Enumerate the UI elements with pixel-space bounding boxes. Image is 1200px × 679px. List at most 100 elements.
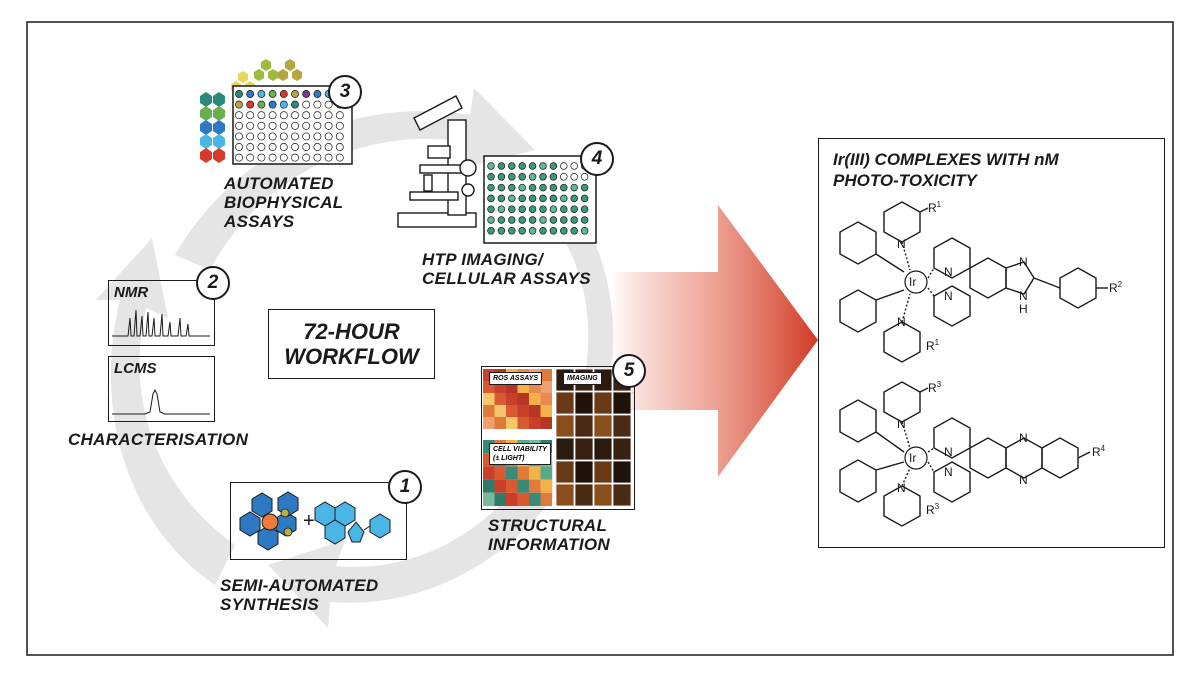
imaging-well <box>539 173 547 181</box>
imaging-well <box>508 216 516 224</box>
imaging-well <box>497 216 506 224</box>
heatmap-cell <box>540 405 552 417</box>
imaging-well <box>539 216 547 224</box>
heatmap-cell <box>540 393 552 405</box>
assay-well <box>313 143 322 151</box>
imaging-well <box>497 194 506 203</box>
imaging-well <box>560 216 568 224</box>
assay-well <box>279 100 288 109</box>
assay-well <box>268 100 277 109</box>
plus-sign: + <box>303 510 315 532</box>
imaging-well <box>487 183 495 192</box>
imaging-well <box>570 173 578 181</box>
synthesis-reactant-1 <box>239 491 299 551</box>
heatmap-cell <box>483 369 495 381</box>
imaging-well <box>560 194 568 203</box>
assay-plate-group <box>200 59 353 165</box>
assay-well <box>291 100 299 109</box>
imaging-cell <box>593 483 613 507</box>
assay-well <box>335 132 344 141</box>
atom-n-2e: N <box>1019 431 1028 445</box>
imaging-well <box>570 216 578 224</box>
imaging-well <box>508 173 516 181</box>
imaging-cell <box>612 391 632 415</box>
imaging-cell <box>574 414 594 438</box>
synthesis-reactant-2 <box>314 501 391 545</box>
assay-well <box>246 121 255 130</box>
imaging-cell <box>593 460 613 484</box>
assay-well <box>246 111 255 120</box>
workflow-line-2: WORKFLOW <box>284 344 419 369</box>
heatmap-cell <box>529 492 541 506</box>
heatmap-cell <box>517 479 529 493</box>
assay-well <box>279 132 288 141</box>
atom-n-1b: N <box>897 315 906 329</box>
assay-well <box>302 153 311 162</box>
assay-well <box>302 121 311 130</box>
imaging-well <box>549 216 558 224</box>
heatmap-cell <box>540 479 552 493</box>
assay-well <box>324 111 333 120</box>
assay-well <box>291 153 299 162</box>
assay-well <box>257 153 266 162</box>
cell-viability-tag: CELL VIABILITY (± LIGHT) <box>489 443 551 465</box>
lcms-panel <box>108 356 215 422</box>
assay-well <box>324 143 333 151</box>
imaging-cell <box>555 460 575 484</box>
heatmap-cell <box>529 393 541 405</box>
ir-complex-structure-2 <box>839 381 1091 527</box>
imaging-cell <box>593 437 613 461</box>
assay-well <box>313 100 322 109</box>
step-1-label: SEMI-AUTOMATED SYNTHESIS <box>220 576 379 614</box>
assay-well <box>235 100 243 109</box>
imaging-cell <box>555 437 575 461</box>
imaging-well <box>570 227 578 235</box>
imaging-well <box>487 227 495 235</box>
heatmap-cell <box>540 417 552 429</box>
assay-well <box>268 143 277 151</box>
assay-well <box>257 132 266 141</box>
r4-label: R4 <box>1092 444 1106 459</box>
imaging-cell <box>593 391 613 415</box>
assay-well <box>268 111 277 120</box>
step-5-label: STRUCTURAL INFORMATION <box>488 516 610 554</box>
imaging-well <box>518 227 526 235</box>
assay-well <box>324 121 333 130</box>
assay-well <box>257 121 266 130</box>
imaging-well <box>549 194 558 203</box>
imaging-cell <box>612 460 632 484</box>
imaging-well <box>560 173 568 181</box>
imaging-well <box>570 194 578 203</box>
imaging-cell <box>574 391 594 415</box>
imaging-well <box>487 162 495 170</box>
imaging-well <box>528 173 537 181</box>
imaging-well <box>487 173 495 181</box>
assay-well <box>313 111 322 120</box>
heatmap-cell <box>506 405 518 417</box>
imaging-well <box>518 183 526 192</box>
assay-well <box>235 132 243 141</box>
heatmap-cell <box>517 393 529 405</box>
heatmap-cell <box>517 466 529 480</box>
assay-well <box>313 90 322 98</box>
imaging-well <box>528 183 537 192</box>
heatmap-cell <box>517 381 529 393</box>
center-workflow-box: 72-HOUR WORKFLOW <box>268 309 435 379</box>
imaging-well <box>580 173 589 181</box>
assay-well <box>246 90 255 98</box>
step-3-label: AUTOMATED BIOPHYSICAL ASSAYS <box>224 174 344 231</box>
assay-well <box>279 121 288 130</box>
assay-well <box>235 121 243 130</box>
imaging-cell <box>593 414 613 438</box>
imaging-well <box>528 194 537 203</box>
hex-pairs <box>200 92 225 163</box>
heatmap-cell <box>506 466 518 480</box>
imaging-well <box>508 162 516 170</box>
assay-well <box>291 132 299 141</box>
big-result-arrow <box>610 205 818 477</box>
imaging-well <box>528 205 537 213</box>
nmr-panel <box>108 280 215 346</box>
assay-well <box>235 143 243 151</box>
imaging-well <box>497 227 506 235</box>
heatmap-cell <box>540 466 552 480</box>
